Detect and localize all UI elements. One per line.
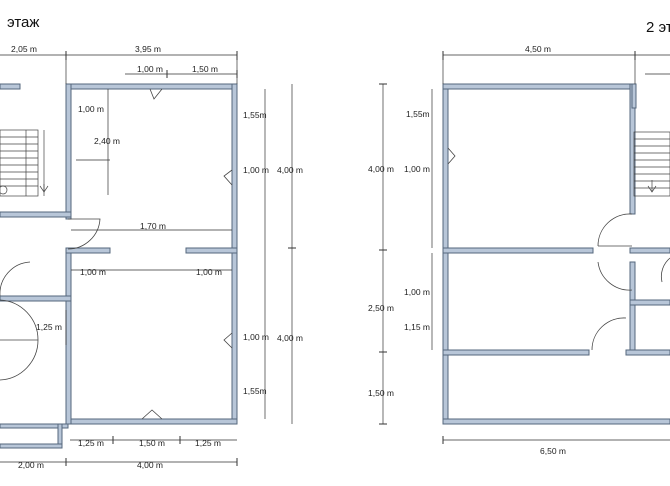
dim-label: 1,50 m — [368, 388, 394, 398]
dim-label: 2,00 m — [18, 460, 44, 470]
floor-1-dimension-lines — [0, 51, 296, 466]
dim-label: 1,55m — [243, 386, 267, 396]
dim-label: 2,40 m — [94, 136, 120, 146]
dim-label: 4,00 m — [368, 164, 394, 174]
floor-1-staircase — [0, 129, 49, 197]
dim-label: 4,00 m — [137, 460, 163, 470]
dim-label: 4,00 m — [277, 333, 303, 343]
dim-label: 3,95 m — [135, 44, 161, 54]
dim-label: 1,50 m — [139, 438, 165, 448]
dim-label: 6,50 m — [540, 446, 566, 456]
dim-label: 4,50 m — [525, 44, 551, 54]
floor-2-staircase — [633, 131, 670, 197]
dim-label: 4,00 m — [277, 165, 303, 175]
floor-1-walls — [0, 83, 238, 449]
dim-label: 1,00 m — [243, 165, 269, 175]
floor-1-title: этаж — [7, 14, 40, 31]
dim-label: 1,15 m — [404, 322, 430, 332]
dim-label: 1,00 m — [80, 267, 106, 277]
floor-2-doors — [447, 147, 670, 351]
floor-2-dimension-lines — [379, 51, 670, 444]
dim-label: 1,25 m — [195, 438, 221, 448]
dim-label: 1,00 m — [404, 287, 430, 297]
dim-label: 1,00 m — [78, 104, 104, 114]
dim-label: 2,05 m — [11, 44, 37, 54]
dim-label: 1,55m — [406, 109, 430, 119]
dim-label: 1,55m — [243, 110, 267, 120]
dim-label: 2,50 m — [368, 303, 394, 313]
dim-label: 1,00 m — [196, 267, 222, 277]
dim-label: 1,00 m — [243, 332, 269, 342]
floor-2-title: 2 эт — [646, 19, 670, 36]
floor-2-dimension-labels: 4,50 m 1,55m 4,00 m 1,00 m 1,00 m 2,50 m… — [368, 44, 566, 456]
floor-2-plan: 4,50 m 1,55m 4,00 m 1,00 m 1,00 m 2,50 m… — [368, 44, 670, 456]
floor-1-plan: 2,05 m 3,95 m 1,00 m 1,50 m 1,55m 1,00 m… — [0, 44, 303, 470]
dim-label: 1,25 m — [36, 322, 62, 332]
floor-2-walls — [442, 83, 670, 425]
floor-1-dimension-labels: 2,05 m 3,95 m 1,00 m 1,50 m 1,55m 1,00 m… — [11, 44, 303, 470]
dim-label: 1,25 m — [78, 438, 104, 448]
dim-label: 1,70 m — [140, 221, 166, 231]
dim-label: 1,50 m — [192, 64, 218, 74]
dim-label: 1,00 m — [137, 64, 163, 74]
dim-label: 1,00 m — [404, 164, 430, 174]
floor-1-doors — [0, 88, 233, 420]
